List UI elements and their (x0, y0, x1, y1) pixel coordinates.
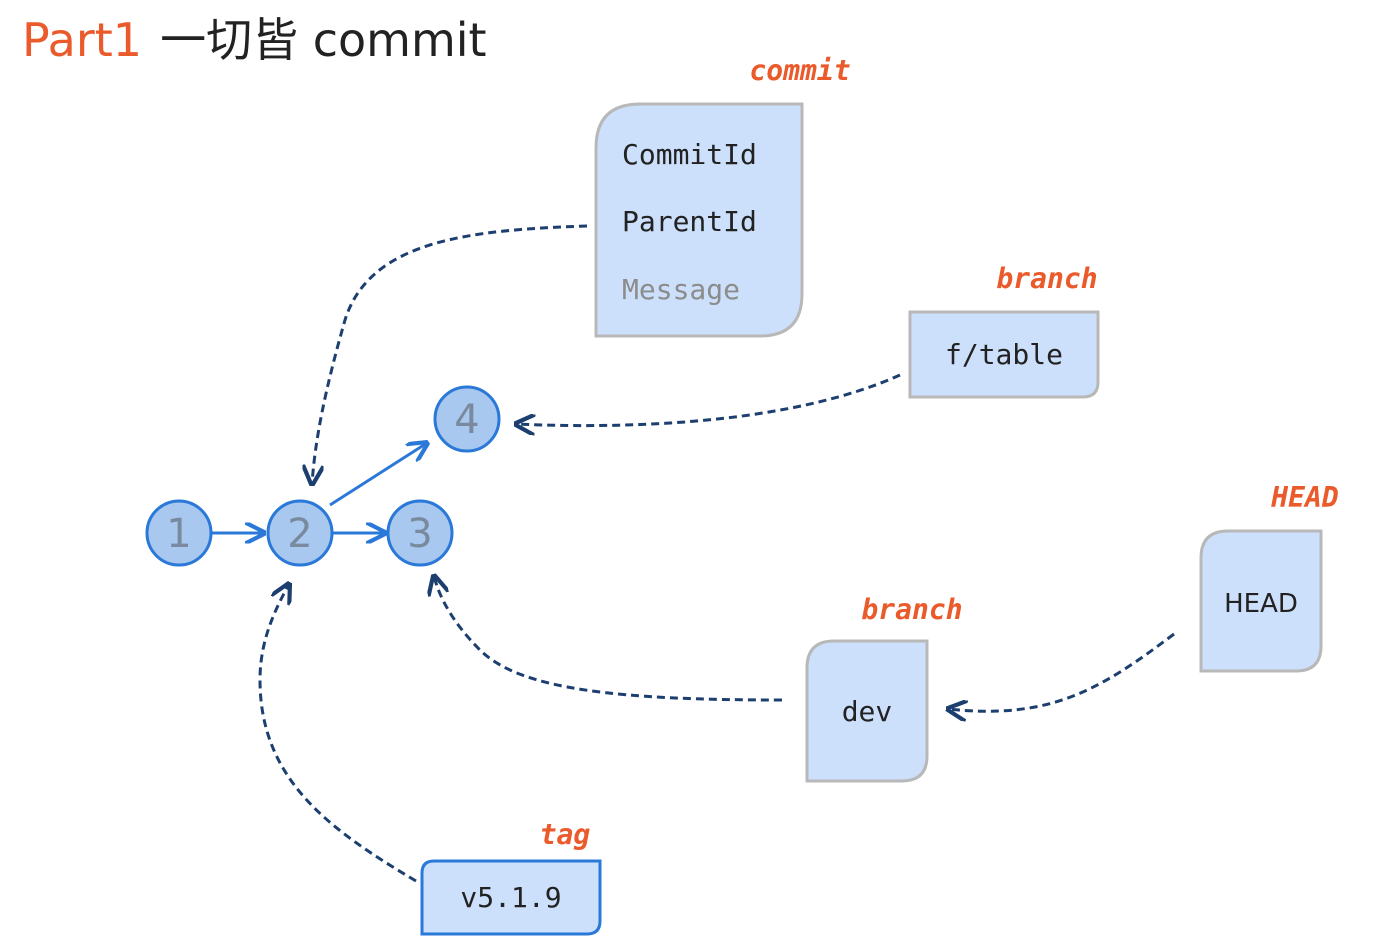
title-part: Part1 (22, 13, 142, 67)
ref-branch-table-to-node-4 (516, 373, 901, 426)
page-title: Part1 一切皆 commit (22, 13, 487, 67)
commit-type-label: commit (749, 54, 850, 87)
commit-node-label: 2 (287, 511, 312, 557)
ref-commit-to-node-2 (312, 224, 588, 484)
title-rest: 一切皆 commit (160, 13, 487, 67)
arrow-2-to-4 (329, 443, 427, 507)
ref-tag-to-node-2 (258, 584, 417, 883)
tag-value: v5.1.9 (460, 881, 561, 914)
tag-card: tag v5.1.9 (420, 818, 602, 936)
commit-field-commitid: CommitId (622, 138, 757, 171)
commit-node-2: 2 (266, 499, 334, 567)
commit-node-1: 1 (145, 499, 213, 567)
ref-head-to-dev (948, 632, 1175, 711)
branch-type-label: branch (996, 262, 1097, 295)
commit-node-label: 1 (166, 511, 191, 557)
commit-node-4: 4 (433, 385, 501, 453)
head-card: HEAD HEAD (1199, 481, 1339, 673)
branch-card-dev: branch dev (805, 593, 963, 783)
tag-type-label: tag (540, 818, 591, 851)
ref-branch-dev-to-node-3 (434, 576, 783, 702)
commit-field-parentid: ParentId (622, 205, 757, 238)
branch-type-label: branch (861, 593, 962, 626)
commit-node-label: 4 (454, 397, 479, 443)
commit-field-message: Message (622, 273, 740, 306)
branch-card-f-table: branch f/table (908, 262, 1100, 399)
commit-card: commit CommitId ParentId Message (594, 54, 851, 338)
branch-name-dev: dev (842, 695, 893, 728)
head-value: HEAD (1224, 589, 1298, 619)
branch-name-f-table: f/table (945, 338, 1063, 371)
commit-node-label: 3 (407, 511, 432, 557)
commit-node-3: 3 (386, 499, 454, 567)
head-type-label: HEAD (1270, 481, 1338, 514)
